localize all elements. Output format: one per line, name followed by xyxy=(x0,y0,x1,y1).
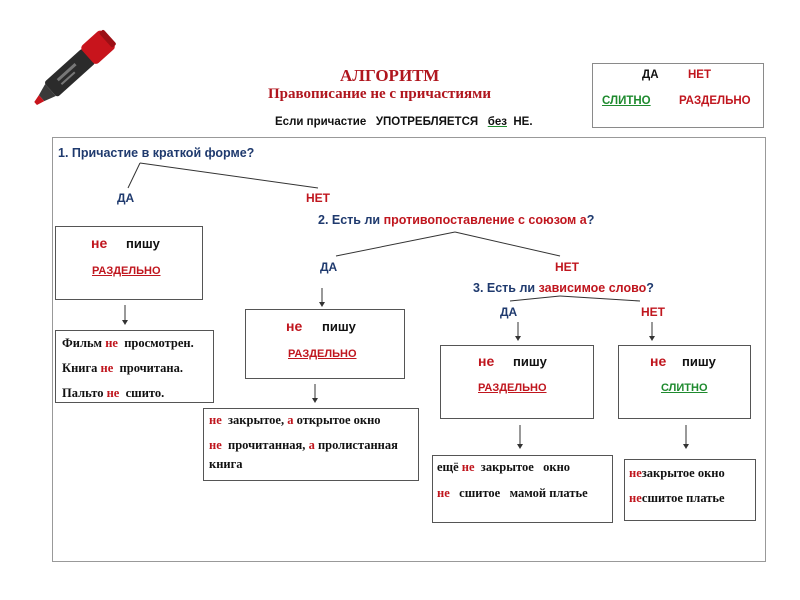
example-word: закрытое, xyxy=(228,413,284,427)
example-word: Фильм xyxy=(62,336,102,350)
decision-box-3: не пишу РАЗДЕЛЬНО xyxy=(440,345,594,419)
example-2-1: не закрытое, а открытое окно xyxy=(209,413,381,428)
answer-yes-3: ДА xyxy=(500,305,517,319)
example-word: ещё xyxy=(437,460,459,474)
example-word: Пальто xyxy=(62,386,103,400)
question-3-highlight: зависимое слово xyxy=(539,281,647,295)
decision-2-ne: не xyxy=(286,318,302,334)
example-word: закрытое окно xyxy=(481,460,570,474)
decision-1-apart: РАЗДЕЛЬНО xyxy=(92,265,161,277)
example-3-2: не сшитое мамой платье xyxy=(437,486,588,501)
example-word: закрытое окно xyxy=(642,466,725,480)
example-conj: а xyxy=(309,438,315,452)
example-2-2: не прочитанная, а пролистанная xyxy=(209,438,398,453)
question-3-suffix: ? xyxy=(646,281,654,295)
example-word: сшитое мамой платье xyxy=(459,486,588,500)
example-word: пролистанная xyxy=(318,438,398,452)
example-4-1: незакрытое окно xyxy=(629,466,725,481)
example-1-1: Фильм не просмотрен. xyxy=(62,336,194,351)
example-ne: не xyxy=(437,486,450,500)
example-word: прочитана. xyxy=(120,361,183,375)
example-word: просмотрен. xyxy=(124,336,194,350)
answer-no-2: НЕТ xyxy=(555,260,579,274)
example-ne: не xyxy=(101,361,114,375)
example-ne: не xyxy=(462,460,475,474)
example-ne: не xyxy=(209,413,222,427)
example-word: Книга xyxy=(62,361,97,375)
example-ne: не xyxy=(105,336,118,350)
question-2-prefix: 2. Есть ли xyxy=(318,213,380,227)
decision-box-4: не пишу СЛИТНО xyxy=(618,345,751,419)
example-1-2: Книга не прочитана. xyxy=(62,361,183,376)
decision-3-apart: РАЗДЕЛЬНО xyxy=(478,382,547,394)
example-word: открытое окно xyxy=(297,413,381,427)
example-3-1: ещё не закрытое окно xyxy=(437,460,570,475)
example-ne: не xyxy=(209,438,222,452)
answer-no-1: НЕТ xyxy=(306,191,330,205)
example-word: прочитанная, xyxy=(228,438,305,452)
examples-box-4: незакрытое окно несшитое платье xyxy=(624,459,756,521)
answer-yes-2: ДА xyxy=(320,260,337,274)
example-ne: не xyxy=(107,386,120,400)
example-2-2-cont: книга xyxy=(209,457,243,472)
decision-box-2: не пишу РАЗДЕЛЬНО xyxy=(245,309,405,379)
answer-yes-1: ДА xyxy=(117,191,134,205)
example-word: сшито. xyxy=(126,386,165,400)
examples-box-2: не закрытое, а открытое окно не прочитан… xyxy=(203,408,419,481)
question-1: 1. Причастие в краткой форме? xyxy=(58,146,254,160)
decision-1-write: пишу xyxy=(126,236,160,251)
decision-4-ne: не xyxy=(650,353,666,369)
examples-box-3: ещё не закрытое окно не сшитое мамой пла… xyxy=(432,455,613,523)
question-2-highlight: противопоставление с союзом а xyxy=(384,213,587,227)
decision-4-write: пишу xyxy=(682,354,716,369)
example-word: сшитое платье xyxy=(642,491,725,505)
decision-2-apart: РАЗДЕЛЬНО xyxy=(288,348,357,360)
example-4-2: несшитое платье xyxy=(629,491,725,506)
question-2: 2. Есть ли противопоставление с союзом а… xyxy=(318,213,594,227)
decision-4-together: СЛИТНО xyxy=(661,382,708,394)
question-3: 3. Есть ли зависимое слово? xyxy=(473,281,654,295)
decision-2-write: пишу xyxy=(322,319,356,334)
example-1-3: Пальто не сшито. xyxy=(62,386,164,401)
decision-3-write: пишу xyxy=(513,354,547,369)
example-conj: а xyxy=(287,413,293,427)
example-ne: не xyxy=(629,491,642,505)
question-3-prefix: 3. Есть ли xyxy=(473,281,535,295)
question-2-suffix: ? xyxy=(587,213,595,227)
examples-box-1: Фильм не просмотрен. Книга не прочитана.… xyxy=(55,330,214,403)
answer-no-3: НЕТ xyxy=(641,305,665,319)
example-ne: не xyxy=(629,466,642,480)
decision-1-ne: не xyxy=(91,235,107,251)
decision-3-ne: не xyxy=(478,353,494,369)
decision-box-1: не пишу РАЗДЕЛЬНО xyxy=(55,226,203,300)
